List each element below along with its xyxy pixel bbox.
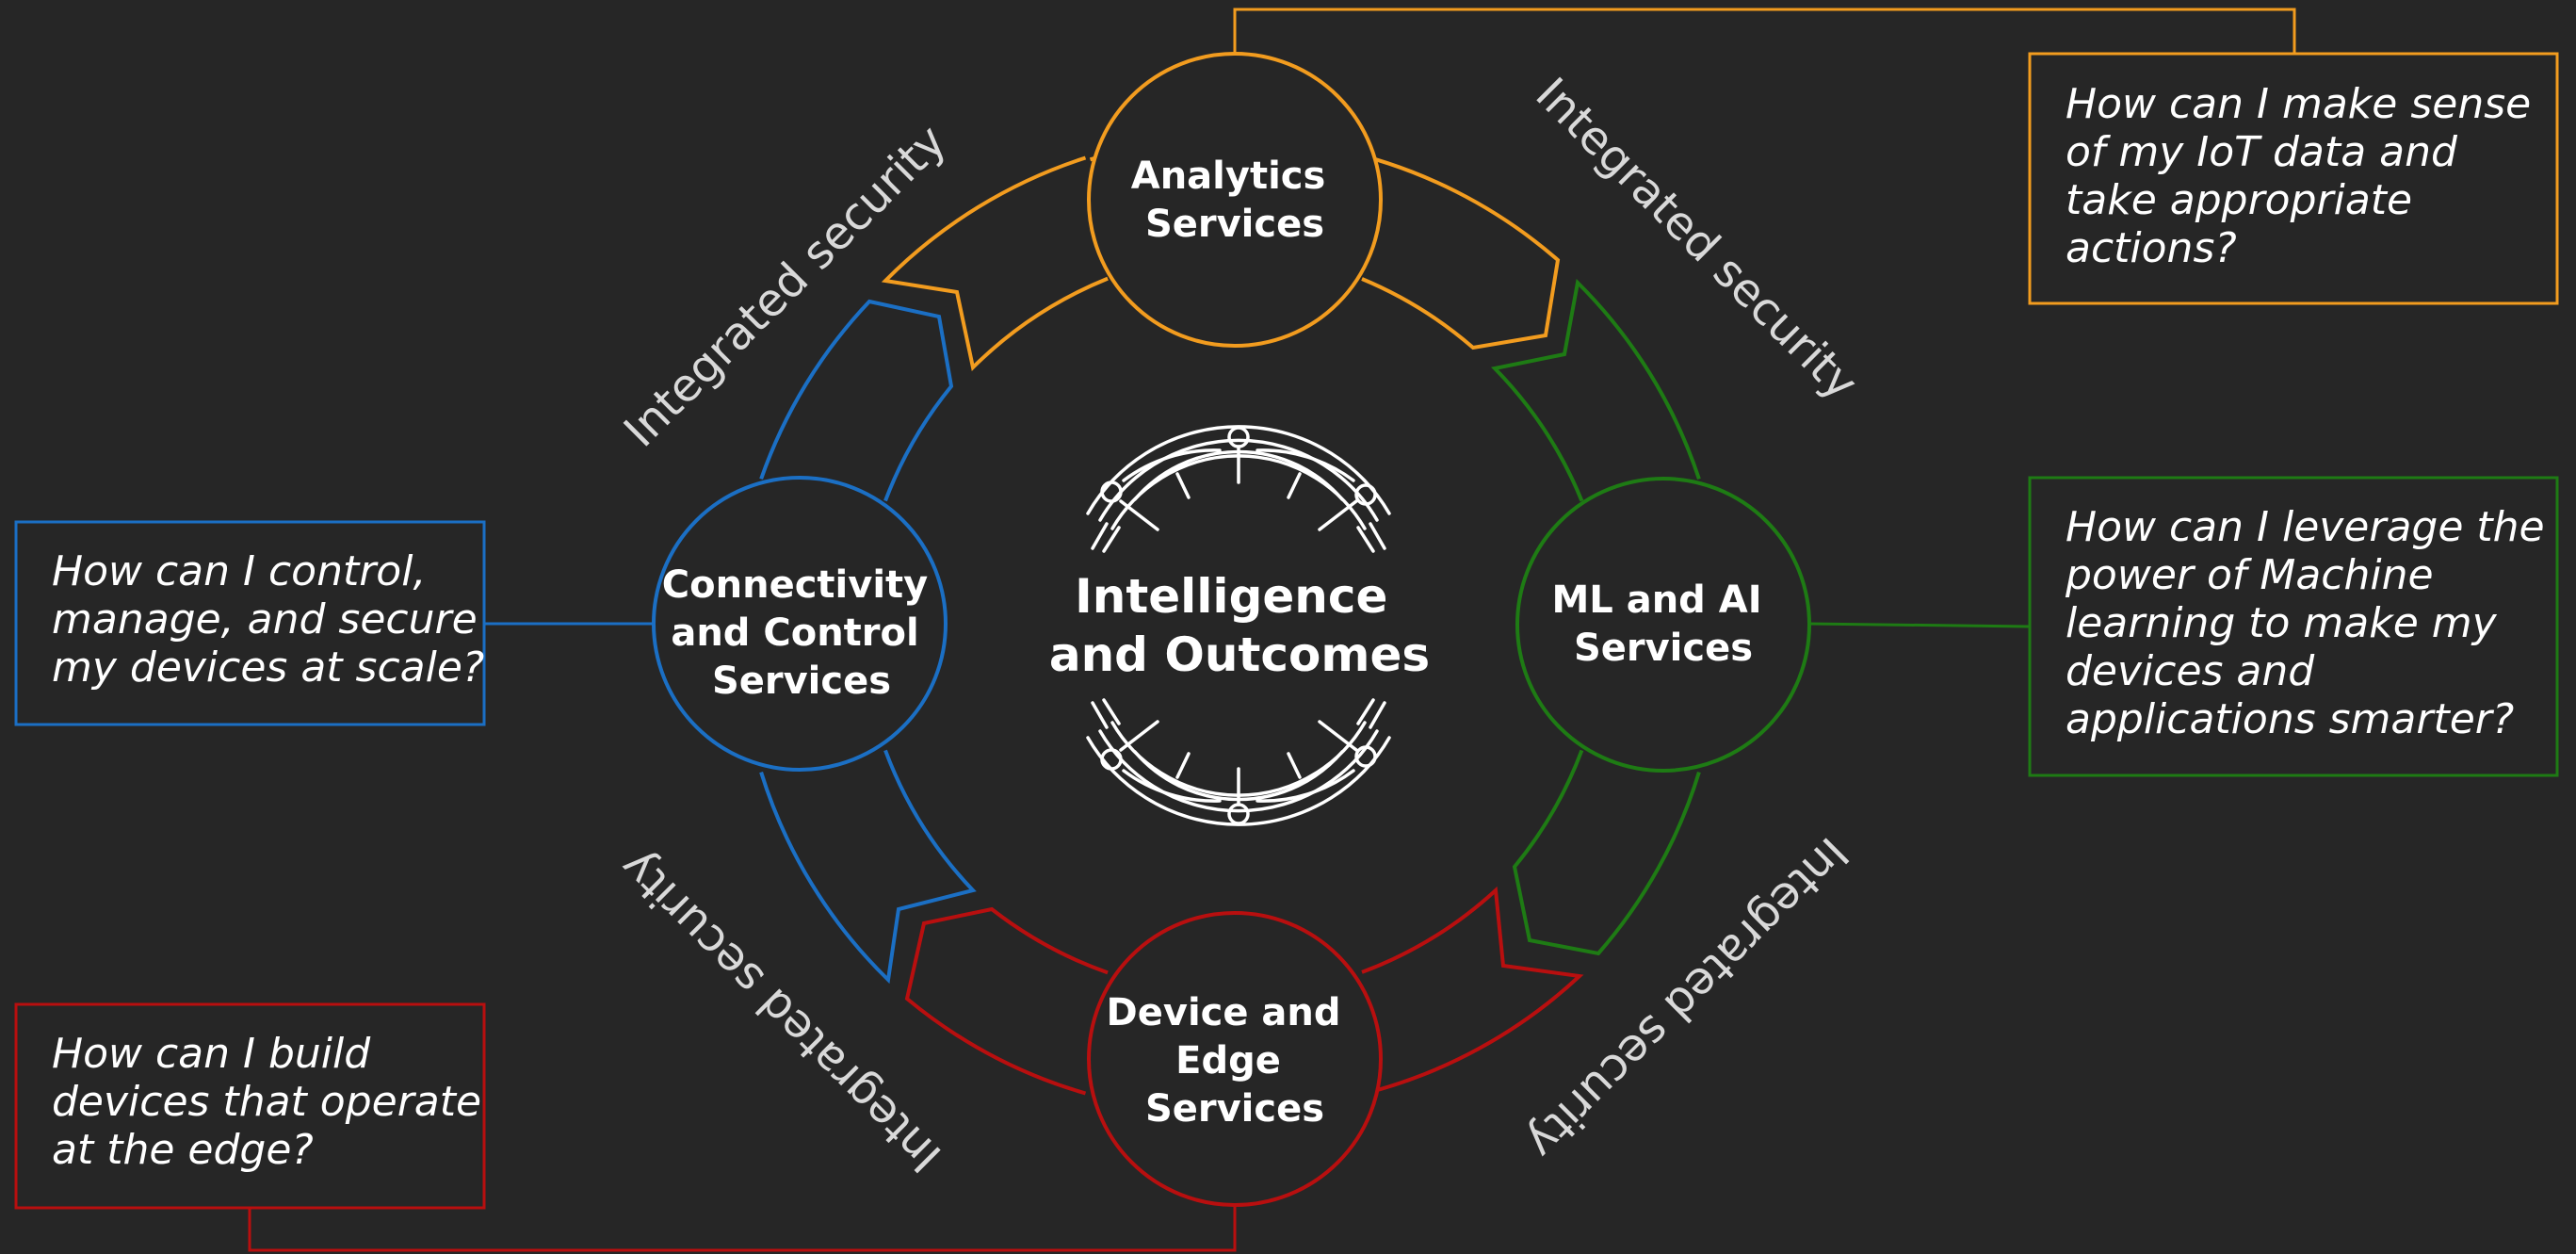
ml-label: ML and AI Services [1551,578,1774,670]
security-label-bottom-left: Integrated security [609,839,952,1182]
device-circle [1087,911,1383,1207]
connectivity-question: How can I control, manage, and secure my… [52,547,491,692]
device-label: Device and Edge Services [1107,991,1354,1131]
connectivity-circle [652,476,948,772]
analytics-question: How can I make sense of my IoT data and … [2066,80,2544,272]
security-label-bottom-right: Integrated security [1515,826,1858,1169]
circuit-top-icon [1086,425,1391,553]
blue-arrow-arc [759,299,977,985]
ml-circle [1515,477,1811,773]
analytics-question-box [2028,52,2559,305]
center-title: Intelligence and Outcomes [1049,569,1430,682]
connectivity-label: Connectivity and Control Services [662,563,941,703]
ml-question: How can I leverage the power of Machine … [2065,503,2558,743]
ml-question-box [2028,476,2559,777]
circuit-arcs-icon [1086,425,1391,826]
analytics-label: Analytics Services [1131,155,1339,246]
device-question-box [14,1002,486,1210]
connectivity-question-box [14,520,486,726]
security-label-top-right: Integrated security [1525,68,1868,411]
green-arrow-arc [1490,278,1701,956]
device-question: How can I build devices that operate at … [52,1030,494,1174]
red-arrow-arc [904,886,1584,1096]
analytics-circle [1087,52,1383,348]
circuit-bottom-icon [1086,698,1391,826]
device-connector [248,1204,1237,1252]
ml-connector [1807,622,2031,628]
security-label-top-left: Integrated security [614,115,957,458]
analytics-connector [1233,8,2296,54]
